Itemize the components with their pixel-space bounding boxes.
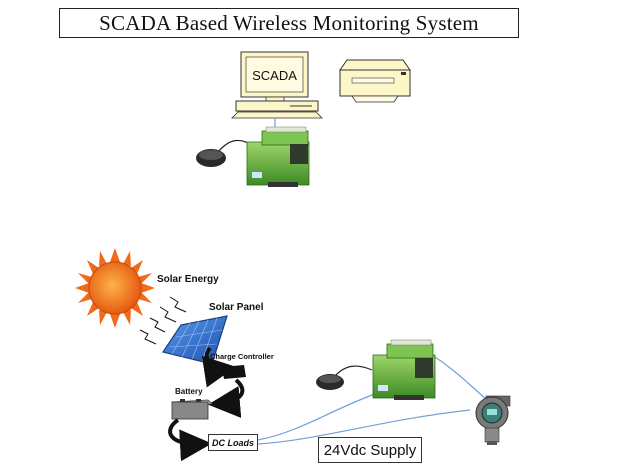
- gas-transmitter-icon: [475, 395, 511, 445]
- dc-loads-box: DC Loads: [208, 434, 258, 451]
- solar-energy-label: Solar Energy: [157, 274, 219, 285]
- scada-computer: SCADA: [231, 51, 323, 119]
- wireless-module-bottom: [372, 339, 436, 400]
- charge-controller: [222, 365, 246, 379]
- solar-panel-label: Solar Panel: [209, 302, 264, 313]
- printer: [339, 59, 411, 103]
- battery-label: Battery: [175, 387, 203, 396]
- supply-label: 24Vdc Supply: [318, 437, 422, 463]
- charge-controller-label: Charge Controller: [210, 352, 274, 361]
- scada-screen-label: SCADA: [252, 68, 297, 83]
- sun-icon: [75, 248, 155, 328]
- diagram-title: SCADA Based Wireless Monitoring System: [59, 8, 519, 38]
- controller-to-battery-arrow: [208, 378, 245, 418]
- sun-rays: [139, 296, 187, 345]
- battery-to-loads-arrow: [168, 418, 212, 462]
- wireless-antenna-bottom: [316, 365, 373, 390]
- power-wires: [257, 354, 488, 445]
- wireless-antenna-top: [196, 139, 253, 167]
- wireless-module-top: [246, 126, 310, 187]
- battery: [171, 399, 213, 420]
